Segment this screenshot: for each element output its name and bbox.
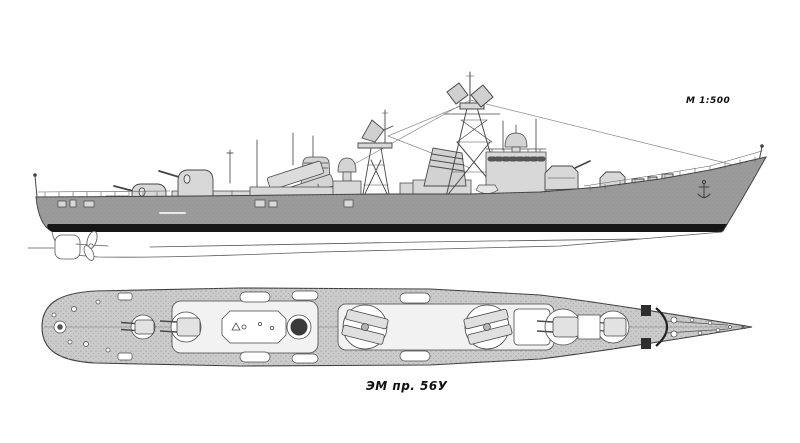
forward-gun-mount-1 xyxy=(545,161,590,190)
plan-aft-turret-1 xyxy=(121,315,155,339)
rigging-stays xyxy=(340,100,754,172)
railings xyxy=(38,151,762,197)
plan-bow-fittings xyxy=(690,318,745,335)
foremast-radar-icon xyxy=(447,83,493,107)
stern-flagstaff xyxy=(34,174,37,197)
rudder xyxy=(55,235,80,259)
plan-stern-fittings xyxy=(52,293,132,360)
plan-missile-mount-1 xyxy=(341,305,388,349)
plan-missile-mount-2 xyxy=(463,305,512,349)
whip-antennas xyxy=(227,119,536,187)
plan-windbreak-arc xyxy=(656,308,667,346)
scale-label: М 1:500 xyxy=(686,96,731,106)
bridge xyxy=(486,125,546,197)
waterline-stripe xyxy=(47,224,728,232)
underwater-hull xyxy=(28,230,722,262)
plan-aft-turret-2 xyxy=(160,312,201,342)
plan-octagon-platform xyxy=(222,311,286,343)
anchor-icon xyxy=(698,181,710,199)
plan-hatch-grates xyxy=(641,305,651,349)
plan-view xyxy=(42,288,752,366)
drawing-caption: ЭМ пр. 56У xyxy=(366,379,448,393)
propeller-icon xyxy=(76,230,108,262)
deck-fittings xyxy=(58,185,498,207)
plan-turret-platform xyxy=(578,315,600,339)
aft-mast xyxy=(358,110,393,200)
foremast xyxy=(444,72,503,197)
plan-funnel-1 xyxy=(287,315,311,339)
bridge-fire-director xyxy=(505,125,527,152)
aft-gun-turret-2 xyxy=(159,170,213,200)
plan-boats xyxy=(240,291,430,363)
plan-forward-turret-1 xyxy=(537,309,581,345)
side-profile-view xyxy=(28,72,766,262)
ship-boat xyxy=(476,185,498,194)
aft-mast-radar-icon xyxy=(362,120,393,142)
